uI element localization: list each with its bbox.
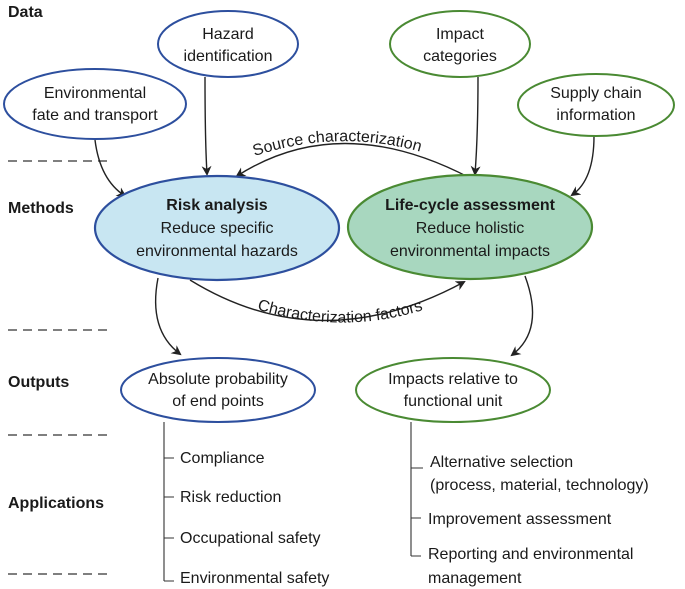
arrow-impact-to-lca [470,76,481,176]
node-text-line: identification [184,48,273,65]
lca-application-item: Improvement assessment [428,511,612,528]
arrow-source-characterization [235,142,471,179]
section-label-data: Data [8,4,43,21]
node-impact-categories: Impact categories [389,10,531,78]
node-text-line: information [556,107,635,124]
node-text-line: Reduce specific [161,220,274,237]
arrow-lca-to-outputs [510,275,534,357]
lca-application-item: Alternative selection [430,454,573,471]
node-text-line: Hazard [202,26,254,43]
node-text-line: Supply chain [550,85,642,102]
lca-application-item: (process, material, technology) [430,477,649,494]
node-text-line: of end points [172,393,264,410]
lca-applications-bracket [410,422,423,557]
node-supply-chain: Supply chain information [517,73,675,137]
arrow-hazard-to-risk [201,76,212,176]
arrow-supply-to-lca [570,135,595,197]
node-text-line: Absolute probability [148,371,288,388]
node-text-line: environmental hazards [136,243,298,260]
node-text-line: Environmental [44,85,146,102]
node-title: Life-cycle assessment [385,197,556,214]
arrow-risk-to-outputs [154,277,182,356]
risk-application-item: Environmental safety [180,570,329,587]
node-absolute-probability: Absolute probability of end points [120,357,316,423]
risk-application-item: Risk reduction [180,489,281,506]
risk-application-item: Compliance [180,450,265,467]
lca-application-item: management [428,570,522,587]
section-label-outputs: Outputs [8,374,69,391]
node-title: Risk analysis [166,197,268,214]
risk-applications-bracket [163,422,174,582]
node-environmental-fate: Environmental fate and transport [3,68,187,140]
node-risk-analysis: Risk analysis Reduce specific environmen… [93,174,341,282]
node-life-cycle-assessment: Life-cycle assessment Reduce holistic en… [346,173,594,281]
node-text-line: fate and transport [32,107,158,124]
label-characterization-factors: Characterization factors [256,297,425,327]
arrow-characterization-factors [189,279,466,322]
node-text-line: functional unit [404,393,503,410]
node-text-line: Reduce holistic [416,220,525,237]
node-text-line: Impact [436,26,485,43]
section-label-applications: Applications [8,495,104,512]
label-source-characterization: Source characterization [251,128,424,160]
section-label-methods: Methods [8,200,74,217]
node-text-line: categories [423,48,497,65]
risk-application-item: Occupational safety [180,530,321,547]
node-text-line: Impacts relative to [388,371,518,388]
node-impacts-relative: Impacts relative to functional unit [355,357,551,423]
node-text-line: environmental impacts [390,243,550,260]
arrow-fate-to-risk [94,139,127,198]
lca-application-item: Reporting and environmental [428,546,633,563]
node-hazard-identification: Hazard identification [157,10,299,78]
